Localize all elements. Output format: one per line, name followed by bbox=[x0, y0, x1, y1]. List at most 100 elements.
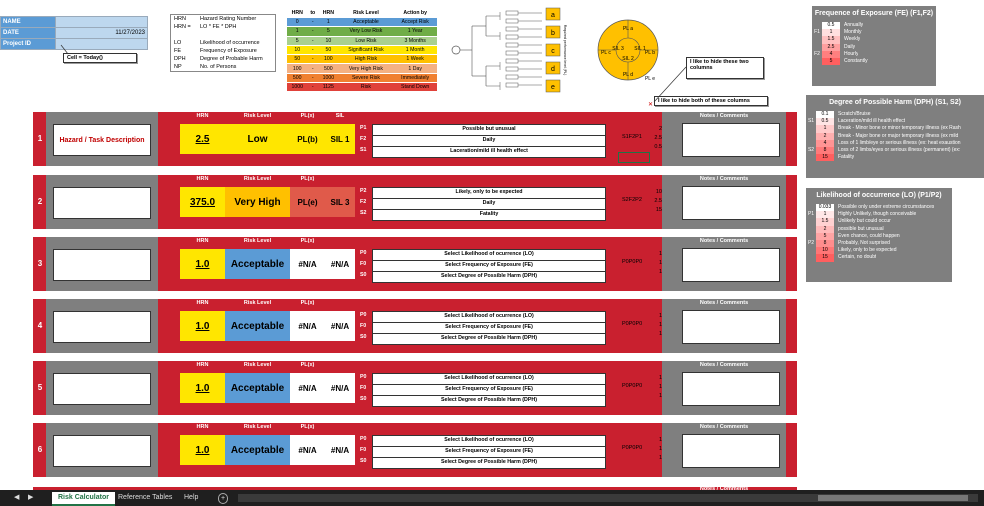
circle-label: PL d bbox=[623, 72, 633, 78]
legend-value: LO * FE * DPH bbox=[200, 24, 237, 30]
notes-input[interactable] bbox=[682, 434, 780, 468]
pl-value: #N/A bbox=[290, 435, 325, 465]
action-by: 1 Month bbox=[393, 45, 437, 56]
tab-reference-tables[interactable]: Reference Tables bbox=[118, 494, 173, 501]
dash: - bbox=[307, 82, 319, 93]
risk-table-header: HRN bbox=[322, 10, 334, 16]
pl-header: PL(x) bbox=[300, 362, 315, 368]
panel-tag bbox=[812, 22, 822, 29]
pl-leaf-box bbox=[545, 43, 561, 57]
add-sheet-button[interactable]: + bbox=[218, 493, 229, 504]
date-label: DATE bbox=[0, 27, 56, 39]
hazard-input[interactable] bbox=[53, 311, 151, 343]
pl-leaf-box bbox=[545, 79, 561, 93]
risk-level: Acceptable bbox=[338, 18, 394, 28]
hazard-input[interactable] bbox=[53, 187, 151, 219]
circle-label: SIL 1 bbox=[634, 46, 646, 52]
param-select[interactable]: Select Degree of Possible Harm (DPH) bbox=[372, 457, 606, 469]
param-number: 1 bbox=[658, 393, 662, 399]
pl-leaf-label: b bbox=[551, 30, 555, 37]
param-number: 1 bbox=[658, 375, 662, 381]
risk-level: Low Risk bbox=[338, 36, 394, 46]
notes-input[interactable] bbox=[682, 372, 780, 406]
action-by: Stand Down bbox=[393, 82, 437, 93]
notes-input[interactable] bbox=[682, 310, 780, 344]
action-by: 3 Months bbox=[393, 36, 437, 46]
notes-input[interactable] bbox=[682, 186, 780, 220]
project-id-field[interactable] bbox=[55, 38, 148, 50]
notes-header: Notes / Comments bbox=[699, 113, 749, 119]
panel-value: 0.5 bbox=[816, 118, 834, 126]
panel-value: 2 bbox=[816, 132, 834, 140]
tree-root-icon bbox=[451, 45, 461, 55]
risk-header: Risk Level bbox=[243, 238, 272, 244]
hrn-header: HRN bbox=[196, 362, 209, 368]
pl-leaf-label: d bbox=[551, 66, 555, 73]
sil-value: SIL 3 bbox=[325, 187, 355, 217]
hrn-value: 375.0 bbox=[180, 187, 225, 217]
notes-input[interactable] bbox=[682, 248, 780, 282]
lo-title: Likelihood of occurrence (LO) (P1/P2) bbox=[816, 192, 942, 199]
hrn-from: 5 bbox=[287, 36, 308, 46]
selected-cell[interactable] bbox=[618, 152, 650, 163]
hazard-input[interactable] bbox=[53, 435, 151, 467]
param-select[interactable]: Fatality bbox=[372, 209, 606, 221]
name-field[interactable] bbox=[55, 16, 148, 28]
dph-title: Degree of Possible Harm (DPH) (S1, S2) bbox=[829, 99, 961, 106]
scrollbar-thumb[interactable] bbox=[818, 495, 968, 501]
param-tag: P0 bbox=[360, 374, 367, 380]
panel-value: 5 bbox=[816, 232, 834, 240]
risk-header: Risk Level bbox=[243, 113, 272, 119]
panel-value: 15 bbox=[816, 254, 834, 262]
risk-level: Very High Risk bbox=[338, 63, 394, 74]
param-tag: F2 bbox=[360, 199, 367, 205]
hazard-input[interactable] bbox=[53, 249, 151, 281]
sil-value: SIL 1 bbox=[325, 124, 355, 154]
scroll-left-icon[interactable]: ◀ bbox=[14, 494, 20, 501]
tab-risk-calculator[interactable]: Risk Calculator bbox=[52, 492, 115, 506]
panel-text: Monthly bbox=[844, 29, 862, 36]
dash: - bbox=[307, 18, 319, 28]
param-tag: P0 bbox=[360, 250, 367, 256]
risk-header: Risk Level bbox=[243, 362, 272, 368]
legend-key bbox=[171, 31, 200, 39]
notes-input[interactable] bbox=[682, 123, 780, 157]
legend-key: HRN bbox=[174, 16, 186, 22]
notes-header: Notes / Comments bbox=[699, 176, 749, 182]
param-number: 1 bbox=[658, 260, 662, 266]
notes-header: Notes / Comments bbox=[699, 362, 749, 368]
param-select[interactable]: Select Degree of Possible Harm (DPH) bbox=[372, 271, 606, 283]
risk-level: Significant Risk bbox=[338, 45, 394, 56]
horizontal-scrollbar[interactable] bbox=[238, 494, 978, 502]
hazard-input[interactable] bbox=[53, 373, 151, 405]
hrn-value: 2.5 bbox=[180, 124, 225, 154]
panel-text: Loss of 1 limb/eye or serious illness (e… bbox=[838, 139, 961, 146]
param-tag: F0 bbox=[360, 385, 367, 391]
hrn-value: 1.0 bbox=[180, 249, 225, 279]
circle-label: PL c bbox=[601, 50, 611, 56]
hrn-header: HRN bbox=[196, 238, 209, 244]
param-select[interactable]: Select Degree of Possible Harm (DPH) bbox=[372, 333, 606, 345]
hazard-input[interactable]: Hazard / Task Description bbox=[53, 124, 151, 156]
param-select[interactable]: Select Degree of Possible Harm (DPH) bbox=[372, 395, 606, 407]
date-field[interactable]: 11/27/2023 bbox=[55, 27, 148, 39]
panel-value: 5 bbox=[822, 57, 840, 66]
hrn-to: 1 bbox=[318, 18, 339, 28]
partial-row-notes-header: Notes / Comments bbox=[699, 486, 749, 492]
tab-help[interactable]: Help bbox=[184, 494, 199, 501]
panel-value: 4 bbox=[816, 139, 834, 147]
param-select[interactable]: Laceration/mild ill health effect bbox=[372, 146, 606, 158]
panel-text: Probably, Not surprised bbox=[838, 239, 890, 246]
risk-level: High Risk bbox=[338, 54, 394, 65]
cell-note: Cell = Today() bbox=[63, 53, 137, 63]
scroll-right-icon[interactable]: ▶ bbox=[28, 494, 34, 501]
